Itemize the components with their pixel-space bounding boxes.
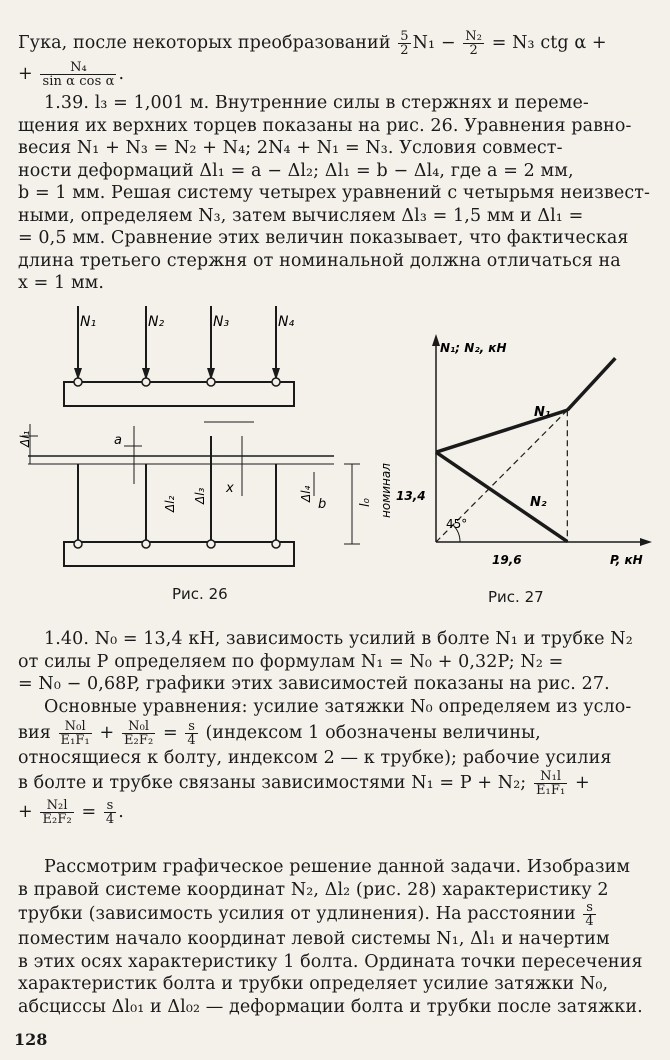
text-line: от силы P определяем по формулам N₁ = N₀… [18,651,564,672]
bottom-plate [63,541,295,567]
paragraph-1-40: 1.40. N₀ = 13,4 кН, зависимость усилий в… [18,628,658,826]
paragraph-1-39: 1.39. l₃ = 1,001 м. Внутренние силы в ст… [18,92,658,295]
figure-27: N₁; N₂, кН P, кН 13,4 19,6 45° N₁ N₂ [396,334,652,567]
text-line: абсциссы Δl₀₁ и Δl₀₂ — деформации болта … [18,996,643,1017]
series-label-n1: N₁ [534,405,551,420]
label-dl4: Δl₄ [299,485,313,503]
label-n3: N₃ [213,314,229,330]
figure-26: N₁ N₂ N₃ N₄ Δl₁ a Δl₂ Δl₃ x Δl₄ b l₀ ном… [18,306,393,567]
text-line: ности деформаций Δl₁ = a − Δl₂; Δl₁ = b … [18,160,574,181]
text-part: вия [18,723,57,743]
text-line: щения их верхних торцев показаны на рис.… [18,115,632,136]
text-line: в правой системе координат N₂, Δl₂ (рис.… [18,879,609,900]
dashed-45-line [435,409,568,543]
x0-label: 19,6 [492,553,522,567]
label-x: x [225,481,234,496]
label-l0: l₀ [358,497,373,507]
label-dl2: Δl₂ [163,495,177,513]
caption-fig26: Рис. 26 [172,585,228,603]
intro-line-2: + [18,64,39,84]
text-line: 1.40. N₀ = 13,4 кН, зависимость усилий в… [44,629,633,649]
text-part: (индексом 1 обозначены величины, [199,723,541,743]
intro-line-1: Гука, после некоторых преобразований [18,33,397,53]
series-line-n1-extension [566,357,617,412]
y0-label: 13,4 [396,489,426,503]
label-nominal: номинал [379,463,393,518]
text-line: ными, определяем N₃, затем вычисляем Δl₃… [18,205,584,226]
label-b: b [318,497,326,512]
label-n1: N₁ [80,314,96,330]
series-line-1 [435,408,568,454]
text-line: в этих осях характеристику 1 болта. Орди… [18,951,643,972]
eq-part-b: = N₃ ctg α + [486,33,607,53]
angle-label: 45° [446,517,467,531]
label-dl1: Δl₁ [18,430,32,448]
series-line-2 [435,450,569,543]
page-number: 128 [14,1030,48,1049]
x-axis-label: P, кН [610,553,643,567]
angle-arc [452,524,461,543]
text-line: b = 1 мм. Решая систему четырех уравнени… [18,183,651,203]
text-line: относящиеся к болту, индексом 2 — к труб… [18,748,612,768]
top-plate [63,381,295,407]
text-line: характеристик болта и трубки определяет … [18,974,609,994]
caption-fig27: Рис. 27 [488,588,544,606]
text-line: = N₀ − 0,68P, графики этих зависимостей … [18,674,610,694]
label-n4: N₄ [278,314,294,330]
series-label-n2: N₂ [530,495,547,510]
eq-part: N₁ − [412,33,462,53]
label-dl3: Δl₃ [193,487,207,505]
text-line: = 0,5 мм. Сравнение этих величин показыв… [18,228,629,248]
text-line: длина третьего стержня от номинальной до… [18,250,621,271]
label-n2: N₂ [148,314,164,330]
text-line: 1.39. l₃ = 1,001 м. Внутренние силы в ст… [44,93,589,113]
text-part: в болте и трубке связаны зависимостями N… [18,772,532,793]
text-line: x = 1 мм. [18,273,105,293]
paragraph-graphical: Рассмотрим графическое решение данной за… [18,856,658,1018]
y-axis-label: N₁; N₂, кН [440,341,507,355]
text-line: Рассмотрим графическое решение данной за… [44,857,631,877]
text-line: весия N₁ + N₃ = N₂ + N₄; 2N₄ + N₁ = N₃. … [18,138,563,158]
text-line: поместим начало координат левой системы … [18,929,610,949]
text-line: Основные уравнения: усилие затяжки N₀ оп… [44,696,632,717]
text-part: трубки (зависимость усилия от удлинения)… [18,904,582,924]
label-a: a [114,433,122,448]
